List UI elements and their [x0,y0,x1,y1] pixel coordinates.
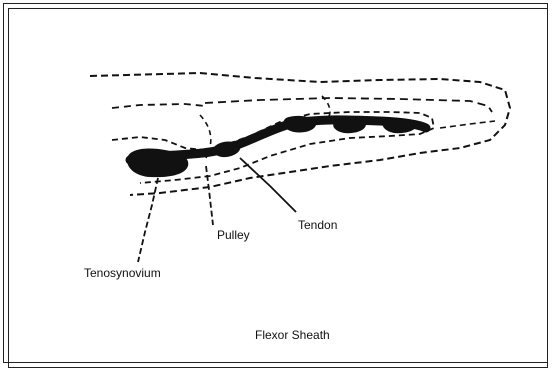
flexor-sheath-label: Flexor Sheath [255,328,330,342]
leader-pulley [206,166,213,225]
middle-joint-curve [322,96,330,118]
distal-inner-line [440,121,495,128]
joint-line-upper [112,104,205,108]
pulley-label: Pulley [217,228,250,242]
nail-contour [205,98,492,112]
leader-tenosynovium [138,178,158,262]
tenosynovium-label: Tenosynovium [84,266,161,280]
finger-flexor-diagram [0,0,556,354]
leader-tendon [240,158,296,212]
pulley-segment-a1 [214,142,241,158]
tendon-label: Tendon [298,218,337,232]
pulley-segment-a2 [283,116,316,133]
